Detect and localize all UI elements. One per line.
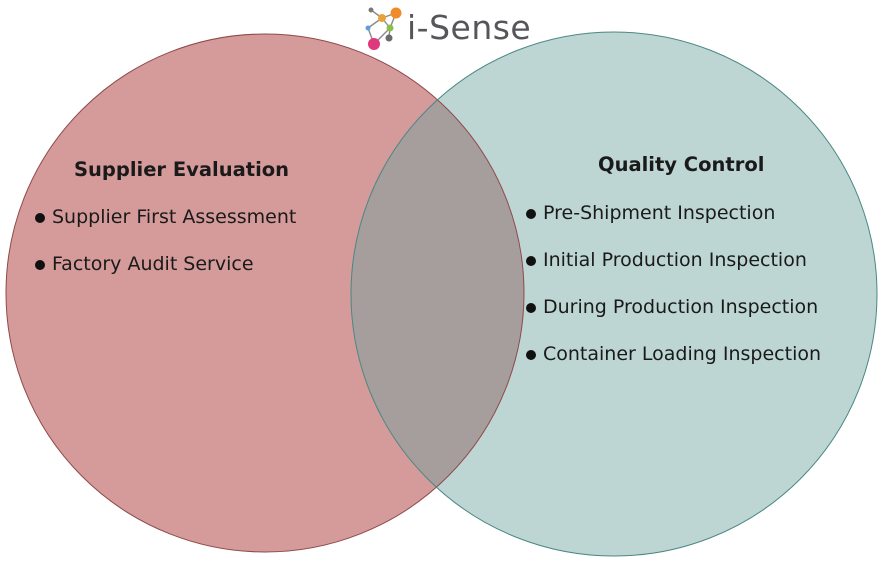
list-item-label: Container Loading Inspection: [543, 343, 822, 365]
bullet-icon: [526, 256, 536, 266]
quality-control-outline: [350, 31, 878, 557]
list-item-label: Supplier First Assessment: [52, 206, 297, 228]
bullet-icon: [526, 209, 536, 219]
bullet-icon: [35, 260, 45, 270]
bullet-icon: [526, 350, 536, 360]
list-item-label: Initial Production Inspection: [543, 249, 807, 271]
list-item: Supplier First Assessment: [35, 205, 296, 252]
quality-control-list: Pre-Shipment Inspection Initial Producti…: [526, 201, 821, 389]
list-item: Initial Production Inspection: [526, 248, 821, 295]
bullet-icon: [35, 213, 45, 223]
supplier-evaluation-heading: Supplier Evaluation: [74, 158, 290, 181]
list-item: Factory Audit Service: [35, 252, 296, 299]
supplier-evaluation-list: Supplier First Assessment Factory Audit …: [35, 205, 296, 299]
list-item: Pre-Shipment Inspection: [526, 201, 821, 248]
bullet-icon: [526, 303, 536, 313]
overlap-region: [351, 34, 524, 552]
quality-control-heading: Quality Control: [598, 153, 765, 176]
list-item-label: During Production Inspection: [543, 296, 819, 318]
list-item-label: Pre-Shipment Inspection: [543, 202, 776, 224]
supplier-evaluation-outline: [5, 33, 525, 553]
brand-name: i-Sense: [407, 8, 532, 47]
list-item: During Production Inspection: [526, 295, 821, 342]
network-nodes-icon: [365, 7, 402, 50]
list-item: Container Loading Inspection: [526, 342, 821, 389]
list-item-label: Factory Audit Service: [52, 253, 254, 275]
